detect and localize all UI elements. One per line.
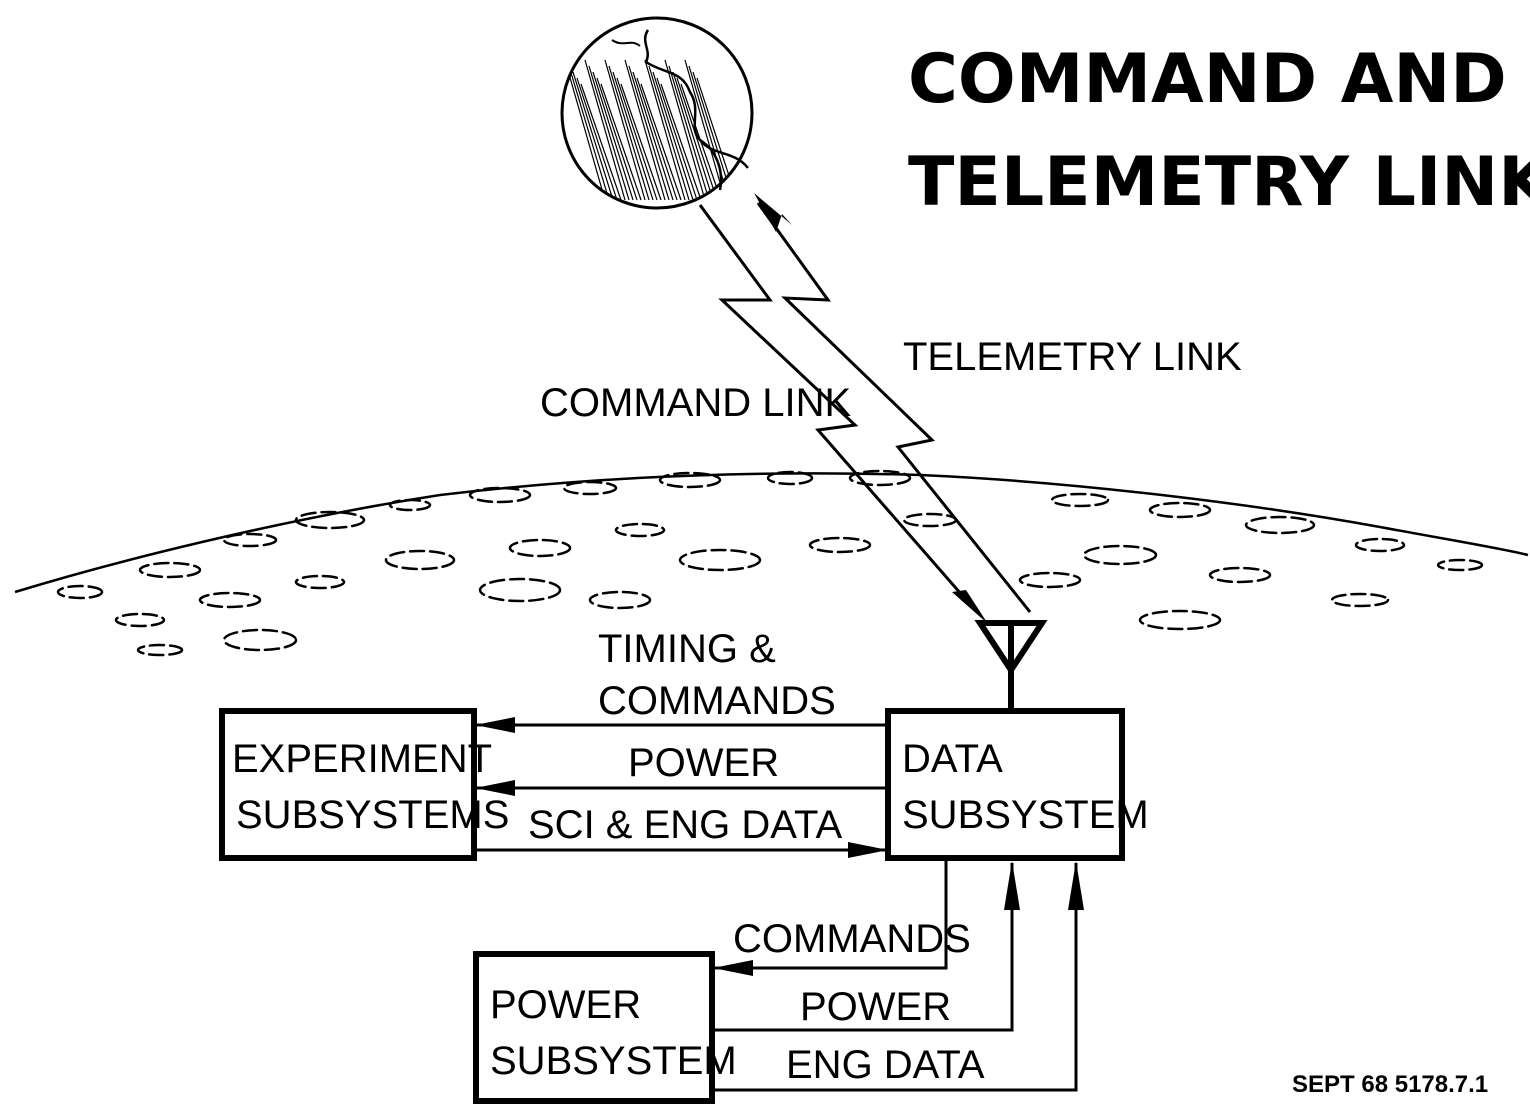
crater [1354, 537, 1406, 553]
globe-shading-line [636, 77, 678, 201]
globe-shading-line [568, 65, 610, 201]
globe-shading-line [608, 65, 650, 201]
crater [294, 510, 366, 530]
crater [588, 590, 652, 610]
eng-data-label: ENG DATA [786, 1043, 985, 1087]
power-to-data-line [712, 863, 1014, 1032]
globe-shading-line [588, 65, 630, 201]
power-to-experiment-label: POWER [628, 741, 779, 785]
crater [384, 549, 456, 571]
commands-label: COMMANDS [733, 917, 971, 961]
globe-shading-line [664, 59, 706, 201]
timing-label-line-1: TIMING & [598, 627, 776, 671]
commands-arrow [713, 858, 948, 976]
globe-shading-line [612, 71, 654, 201]
globe-shading-line [684, 59, 726, 201]
globe-shading-line [616, 77, 658, 201]
power-to-data-arrowhead [1004, 861, 1020, 910]
crater [808, 536, 872, 554]
crater [678, 548, 762, 572]
crater [478, 577, 562, 603]
crater [1050, 492, 1110, 508]
command-link-bolt [698, 204, 988, 624]
crater [766, 470, 814, 486]
power-box-line-1: POWER [490, 983, 641, 1027]
earth-globe-icon [560, 16, 754, 210]
crater [138, 561, 202, 579]
crater [222, 532, 278, 548]
globe-shading-line [572, 71, 614, 201]
antenna-icon [974, 620, 1048, 711]
crater [1330, 592, 1390, 608]
crater [136, 643, 184, 657]
crater [1244, 515, 1316, 535]
crater [1082, 544, 1158, 566]
crater [614, 522, 666, 538]
globe-shading-line [648, 65, 690, 201]
globe-shading-line [644, 59, 686, 201]
crater [56, 584, 104, 600]
globe-shading-line [620, 83, 662, 201]
globe-shading-line [640, 83, 682, 201]
globe-shading-line [592, 71, 634, 201]
crater [902, 512, 958, 528]
globe-shading-line [668, 65, 710, 201]
eng-data-arrowhead [1068, 861, 1084, 910]
experiment-box-line-2: SUBSYSTEMS [236, 793, 509, 837]
power-to-data-label: POWER [800, 985, 951, 1029]
data-subsystem-box [885, 708, 1125, 861]
globe-shading-line [628, 65, 670, 201]
crater [198, 591, 262, 609]
globe-shading-line [660, 83, 702, 201]
globe-shading-line [672, 71, 714, 201]
telemetry-link-bolt [754, 193, 1032, 613]
eng-data-line [712, 863, 1078, 1092]
experiment-subsystems-box [219, 708, 477, 861]
crater [508, 538, 572, 558]
data-box-line-2: SUBSYSTEM [902, 793, 1149, 837]
sci-eng-data-label: SCI & ENG DATA [528, 803, 842, 847]
crater [114, 612, 166, 628]
crater [294, 574, 346, 590]
globe-shading-line [564, 59, 606, 201]
reference-code: SEPT 68 5178.7.1 [1292, 1071, 1488, 1098]
crater [388, 498, 432, 512]
crater [1018, 571, 1082, 589]
title-line-2: TELEMETRY LINKS [908, 143, 1530, 222]
crater [1208, 566, 1272, 584]
crater [1138, 609, 1222, 631]
crater [1436, 558, 1484, 572]
timing-label-line-2: COMMANDS [598, 679, 836, 723]
globe-shading-line [584, 59, 626, 201]
telemetry-link-label: TELEMETRY LINK [903, 335, 1242, 379]
crater [222, 628, 298, 652]
globe-shading-line [632, 71, 674, 201]
crater [848, 469, 912, 487]
globe-shading-line [656, 77, 698, 201]
globe-shading-line [624, 59, 666, 201]
globe-shading-line [676, 77, 718, 201]
globe-shading-line [652, 71, 694, 201]
crater [658, 471, 722, 489]
globe-shading-line [580, 83, 622, 201]
crater [562, 480, 618, 496]
crater [468, 486, 532, 504]
globe-shading-line [596, 77, 638, 201]
globe-shading-line [600, 83, 642, 201]
power-box-line-2: SUBSYSTEM [490, 1039, 737, 1083]
crater [1148, 501, 1212, 519]
title-line-1: COMMAND AND [908, 40, 1507, 119]
data-box-line-1: DATA [902, 737, 1003, 781]
command-link-label: COMMAND LINK [540, 381, 851, 425]
globe-shading-line [576, 77, 618, 201]
power-subsystem-box [473, 951, 715, 1104]
globe-shading-line [688, 65, 730, 201]
experiment-box-line-1: EXPERIMENT [232, 737, 492, 781]
globe-shading-line [604, 59, 646, 201]
